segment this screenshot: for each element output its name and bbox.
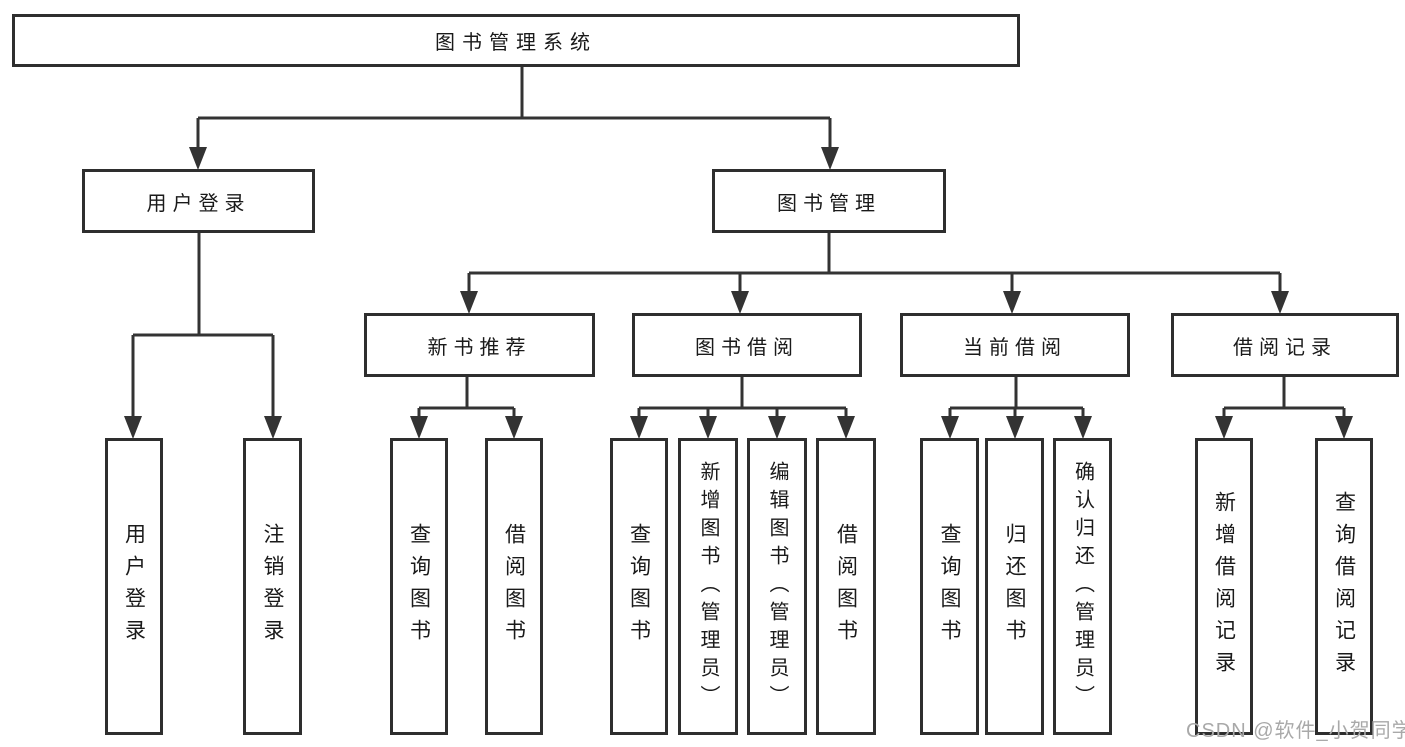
node-label: 用户登录 [146,192,251,215]
watermark-text: CSDN @软件_小贺同学 [1186,720,1405,742]
node-root: 图书管理系统 [12,14,1020,67]
leaf-label: 注销登录 [261,522,284,651]
node-label: 图书借阅 [695,336,799,359]
node-label: 图书管理 [777,192,881,215]
node-label: 当前借阅 [963,336,1067,359]
leaf-label: 新增图书（管理员） [697,460,719,713]
leaf-query-books-current: 查询图书 [920,438,979,735]
node-book-borrowing: 图书借阅 [632,313,862,377]
leaf-query-books-recommend: 查询图书 [390,438,448,735]
node-new-book-recommend: 新书推荐 [364,313,595,377]
leaf-borrow-books-borrowing: 借阅图书 [816,438,876,735]
leaf-confirm-return-admin: 确认归还（管理员） [1053,438,1112,735]
leaf-borrow-books-recommend: 借阅图书 [485,438,543,735]
leaf-label: 借阅图书 [502,522,526,651]
leaf-query-books-borrowing: 查询图书 [610,438,668,735]
leaf-label: 归还图书 [1003,522,1026,651]
leaf-label: 编辑图书（管理员） [766,460,788,713]
leaf-user-login: 用户登录 [105,438,163,735]
node-user-login: 用户登录 [82,169,315,233]
leaf-label: 查询借阅记录 [1332,490,1356,683]
leaf-logout: 注销登录 [243,438,302,735]
leaf-label: 确认归还（管理员） [1071,460,1094,713]
leaf-query-borrow-record: 查询借阅记录 [1315,438,1373,735]
leaf-label: 借阅图书 [834,522,858,651]
leaf-label: 查询图书 [938,522,961,651]
leaf-label: 新增借阅记录 [1212,490,1236,683]
leaf-edit-books-admin: 编辑图书（管理员） [747,438,807,735]
leaf-label: 查询图书 [627,522,651,651]
node-book-management: 图书管理 [712,169,946,233]
leaf-add-books-admin: 新增图书（管理员） [678,438,738,735]
leaf-add-borrow-record: 新增借阅记录 [1195,438,1253,735]
leaf-label: 查询图书 [407,522,431,651]
leaf-return-books: 归还图书 [985,438,1044,735]
node-current-borrowing: 当前借阅 [900,313,1130,377]
leaf-label: 用户登录 [122,522,146,651]
node-borrowing-records: 借阅记录 [1171,313,1399,377]
node-label: 图书管理系统 [435,32,597,54]
node-label: 新书推荐 [427,336,532,359]
node-label: 借阅记录 [1233,336,1337,359]
